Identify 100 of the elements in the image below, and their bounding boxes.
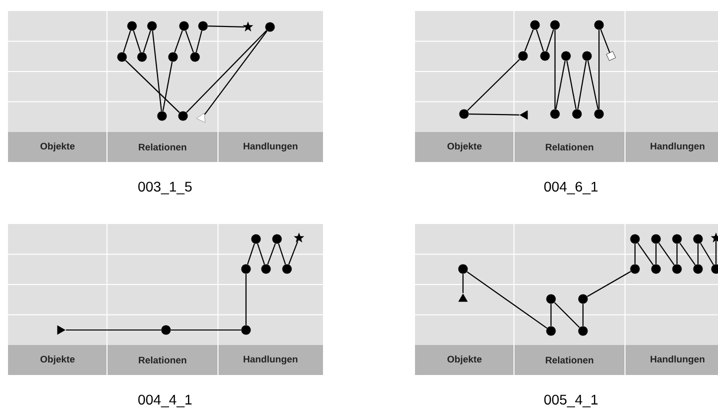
star-marker bbox=[710, 232, 718, 242]
panel-caption: 004_6_1 bbox=[544, 182, 598, 194]
connector-line bbox=[247, 244, 255, 264]
connector-line bbox=[467, 59, 520, 111]
column-header: Objekte bbox=[415, 132, 514, 162]
panel-caption: 004_4_1 bbox=[138, 394, 192, 408]
dot-marker bbox=[594, 20, 604, 30]
triangle-marker bbox=[520, 110, 528, 120]
dot-marker bbox=[137, 52, 147, 62]
column-header: Relationen bbox=[107, 132, 218, 162]
column-header: Handlungen bbox=[625, 345, 718, 375]
dot-marker bbox=[546, 326, 556, 336]
dot-marker bbox=[459, 109, 469, 119]
connector-line bbox=[267, 243, 276, 265]
column-header: Relationen bbox=[107, 345, 218, 375]
dot-marker bbox=[178, 111, 188, 121]
connector-line bbox=[196, 30, 202, 52]
connector-line bbox=[462, 274, 464, 294]
dot-marker bbox=[179, 21, 189, 31]
connector-line bbox=[185, 30, 194, 53]
dot-marker bbox=[630, 264, 640, 274]
connector-line bbox=[257, 244, 265, 264]
connector-line bbox=[66, 329, 162, 331]
connector-line bbox=[123, 30, 132, 52]
column-header: Handlungen bbox=[625, 132, 718, 162]
dot-marker bbox=[117, 52, 127, 62]
connector-line bbox=[600, 29, 610, 53]
dot-marker bbox=[693, 264, 703, 274]
triangle-marker bbox=[196, 112, 206, 123]
connector-line bbox=[245, 274, 247, 326]
connector-line bbox=[554, 302, 580, 328]
connector-line bbox=[554, 30, 556, 110]
dot-marker bbox=[272, 234, 282, 244]
dot-marker bbox=[241, 264, 251, 274]
dot-marker bbox=[582, 51, 592, 61]
column-header: Objekte bbox=[415, 345, 514, 375]
dot-marker bbox=[168, 52, 178, 62]
connector-line bbox=[125, 60, 180, 113]
connector-line bbox=[208, 26, 245, 28]
dot-marker bbox=[282, 264, 292, 274]
column-header: Relationen bbox=[514, 345, 625, 375]
dot-marker bbox=[572, 109, 582, 119]
connector-line bbox=[546, 30, 554, 52]
dot-marker bbox=[251, 234, 261, 244]
triangle-marker bbox=[57, 325, 66, 335]
dot-marker bbox=[157, 111, 167, 121]
dot-marker bbox=[630, 234, 640, 244]
connector-line bbox=[468, 114, 520, 116]
dot-marker bbox=[265, 22, 275, 32]
dot-marker bbox=[594, 109, 604, 119]
connector-line bbox=[288, 241, 298, 265]
connector-line bbox=[186, 30, 267, 113]
connector-line bbox=[133, 30, 142, 52]
connector-line bbox=[550, 304, 552, 326]
connector-line bbox=[577, 60, 587, 110]
connector-line bbox=[204, 30, 268, 115]
connector-line bbox=[170, 329, 242, 331]
triangle-marker bbox=[458, 294, 468, 302]
panel-caption: 005_4_1 bbox=[544, 394, 598, 408]
dot-marker bbox=[550, 109, 560, 119]
connector-line bbox=[466, 271, 548, 329]
connector-line bbox=[582, 304, 584, 326]
dot-marker bbox=[190, 52, 200, 62]
connector-line bbox=[143, 30, 152, 52]
connector-line bbox=[634, 244, 636, 264]
connector-line bbox=[162, 62, 173, 112]
dot-marker bbox=[261, 264, 271, 274]
column-header: Objekte bbox=[8, 132, 107, 162]
dot-marker bbox=[540, 51, 550, 61]
connector-line bbox=[658, 242, 675, 266]
connector-line bbox=[587, 60, 599, 110]
dot-marker bbox=[127, 21, 137, 31]
connector-line bbox=[587, 270, 631, 297]
dot-marker bbox=[241, 325, 251, 335]
dot-marker bbox=[530, 20, 540, 30]
connector-line bbox=[697, 244, 699, 264]
connector-line bbox=[278, 244, 286, 264]
connector-line bbox=[637, 242, 654, 266]
connector-line bbox=[655, 244, 657, 264]
connector-line bbox=[174, 30, 183, 53]
connector-line bbox=[152, 30, 162, 112]
star-marker bbox=[294, 232, 304, 242]
dot-marker bbox=[651, 264, 661, 274]
dot-marker bbox=[561, 51, 571, 61]
dot-marker bbox=[693, 234, 703, 244]
dot-marker bbox=[161, 325, 171, 335]
column-header: Handlungen bbox=[218, 132, 323, 162]
connector-line bbox=[524, 29, 534, 52]
dot-marker bbox=[578, 326, 588, 336]
column-header: Relationen bbox=[514, 132, 625, 162]
dot-marker bbox=[672, 264, 682, 274]
connector-line bbox=[566, 60, 577, 110]
dot-marker bbox=[578, 294, 588, 304]
dot-marker bbox=[546, 294, 556, 304]
star-marker bbox=[242, 22, 254, 32]
connector-line bbox=[676, 244, 678, 264]
dot-marker bbox=[518, 51, 528, 61]
panel-caption: 003_1_5 bbox=[138, 182, 192, 194]
dot-marker bbox=[147, 21, 157, 31]
connector-line bbox=[715, 240, 717, 264]
